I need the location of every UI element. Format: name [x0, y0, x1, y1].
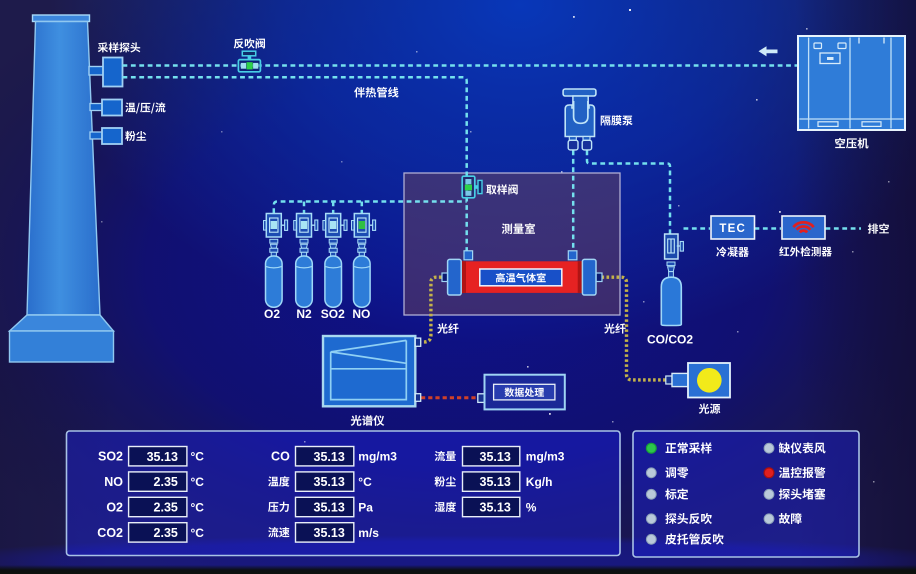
svg-text:°C: °C [191, 475, 205, 489]
svg-text:°C: °C [191, 526, 205, 540]
svg-text:%: % [526, 500, 537, 514]
svg-text:mg/m3: mg/m3 [526, 450, 565, 464]
svg-text:Kg/h: Kg/h [526, 475, 553, 489]
svg-text:35.13: 35.13 [480, 475, 511, 489]
svg-text:SO2: SO2 [321, 307, 345, 321]
svg-text:NO: NO [352, 307, 370, 321]
svg-text:°C: °C [358, 475, 372, 489]
svg-text:°C: °C [191, 450, 205, 464]
svg-text:NO: NO [104, 475, 123, 489]
svg-text:CO/CO2: CO/CO2 [647, 333, 693, 347]
svg-text:35.13: 35.13 [147, 450, 178, 464]
svg-text:35.13: 35.13 [480, 450, 511, 464]
svg-text:35.13: 35.13 [314, 501, 345, 515]
svg-text:N2: N2 [296, 307, 312, 321]
svg-text:35.13: 35.13 [314, 526, 345, 540]
svg-text:CO: CO [271, 450, 290, 464]
svg-text:35.13: 35.13 [314, 475, 345, 489]
svg-text:TEC: TEC [719, 223, 746, 235]
svg-text:°C: °C [191, 500, 205, 514]
svg-text:2.35: 2.35 [154, 526, 178, 540]
svg-text:m/s: m/s [358, 526, 379, 540]
svg-text:SO2: SO2 [98, 450, 123, 464]
svg-text:O2: O2 [264, 307, 280, 321]
svg-text:O2: O2 [106, 500, 123, 514]
svg-text:2.35: 2.35 [154, 475, 178, 489]
svg-text:35.13: 35.13 [480, 501, 511, 515]
svg-text:mg/m3: mg/m3 [358, 450, 397, 464]
svg-text:35.13: 35.13 [314, 450, 345, 464]
svg-text:CO2: CO2 [97, 526, 123, 540]
svg-text:Pa: Pa [358, 500, 373, 514]
svg-text:2.35: 2.35 [154, 501, 178, 515]
